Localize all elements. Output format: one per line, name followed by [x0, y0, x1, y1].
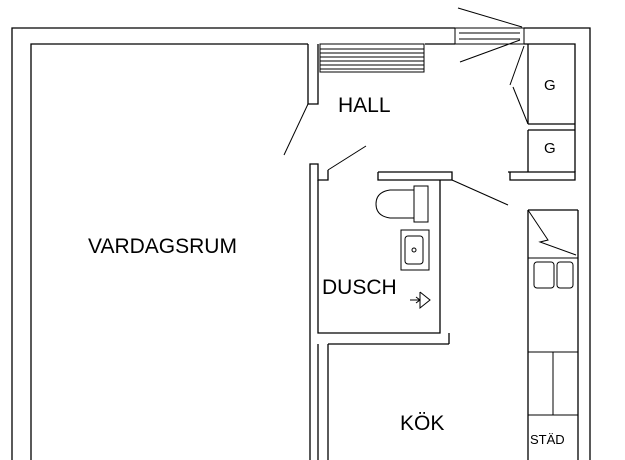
- shower-drain: [410, 291, 431, 310]
- room-label-living: VARDAGSRUM: [88, 235, 237, 258]
- closet-label-g1: G: [544, 77, 556, 94]
- entrance-door: [457, 7, 525, 86]
- window: [454, 27, 525, 45]
- outer-walls: [11, 27, 591, 460]
- shower-walls: [317, 171, 509, 460]
- living-hall-wall: [283, 44, 367, 460]
- room-label-hall: HALL: [338, 94, 391, 117]
- sink: [400, 229, 430, 271]
- room-label-kitchen: KÖK: [400, 412, 445, 435]
- radiator: [319, 43, 425, 73]
- toilet: [375, 185, 429, 223]
- closet-label-cleaning: STÄD: [530, 432, 565, 447]
- kitchen-counter: [527, 209, 579, 460]
- closet-label-g2: G: [544, 140, 556, 157]
- closet-walls: [508, 43, 576, 181]
- room-label-shower: DUSCH: [322, 276, 397, 299]
